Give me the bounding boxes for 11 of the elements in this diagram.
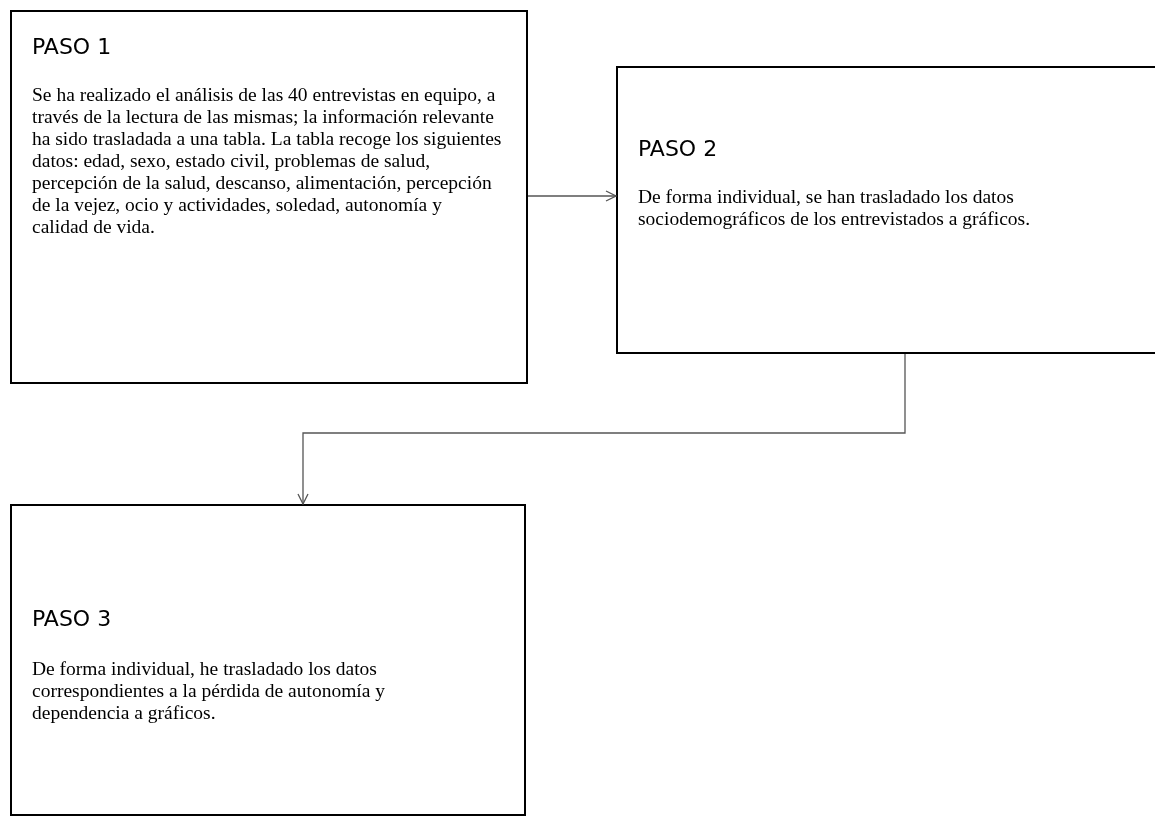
step-description: De forma individual, se han trasladado los datos sociodemográficos de los entrevistados a gráficos. — [638, 186, 1032, 230]
step-heading: PASO 1 — [32, 34, 113, 59]
step-box — [10, 10, 528, 384]
step-heading: PASO 2 — [638, 136, 719, 161]
step-description: Se ha realizado el análisis de las 40 entrevistas en equipo, a través de la lectura de las mismas; la información relevante ha sido trasladada a una tabla. La tabla recoge los siguientes datos: edad, sexo, estado civil, problemas de salud, percepción de la salud, descanso, alimentación, percepción de la vejez, ocio y actividades, soledad, autonomía y calidad de vida. — [32, 84, 502, 238]
arrow — [297, 353, 906, 505]
step-box — [616, 66, 1155, 354]
step-box — [10, 504, 526, 816]
arrow — [527, 190, 617, 202]
step-heading: PASO 3 — [32, 606, 113, 631]
step-description: De forma individual, he trasladado los datos correspondientes a la pérdida de autonomía y dependencia a gráficos. — [32, 658, 387, 724]
